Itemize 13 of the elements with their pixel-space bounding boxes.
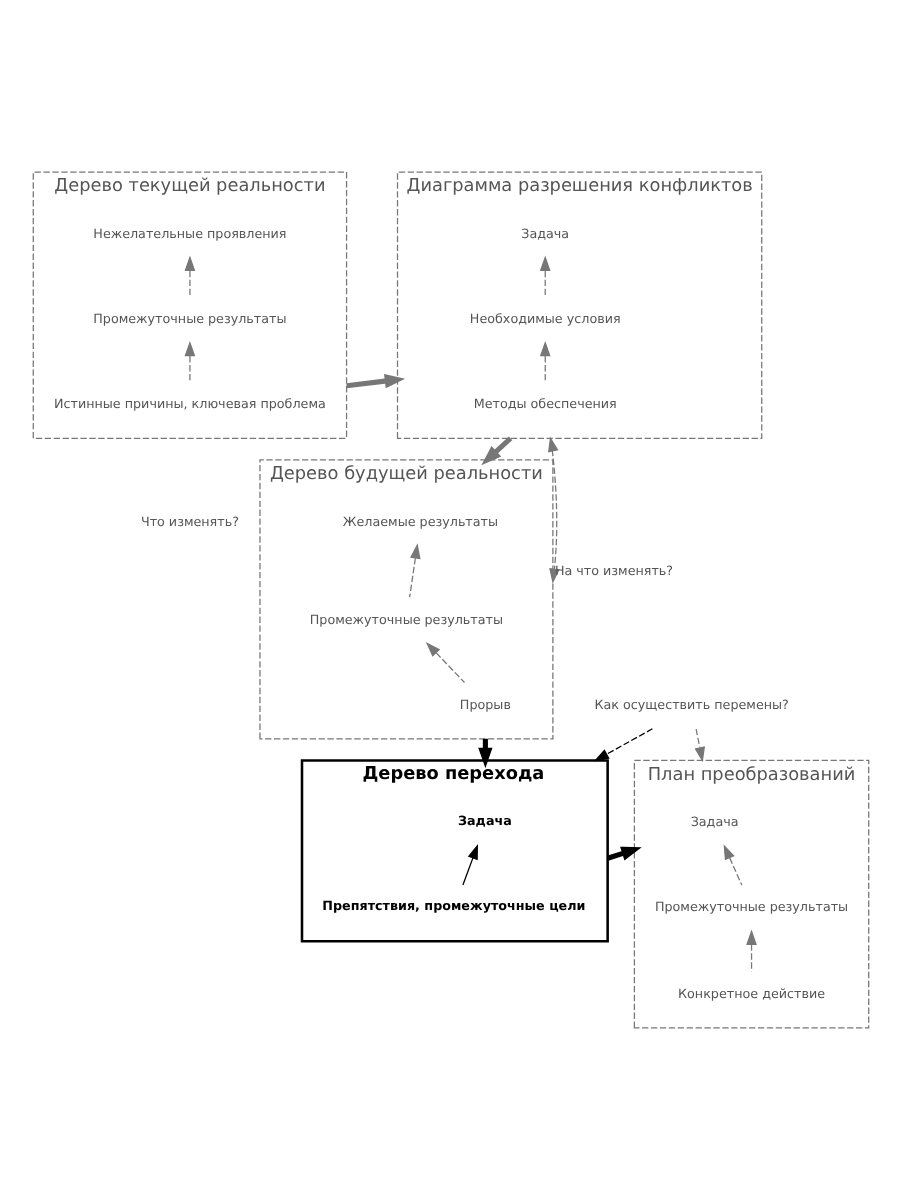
arrow bbox=[745, 928, 756, 971]
arrow bbox=[693, 727, 705, 762]
arrow bbox=[480, 435, 512, 465]
arrow bbox=[408, 542, 420, 597]
arrow bbox=[345, 373, 405, 388]
arrow bbox=[424, 641, 465, 683]
arrow bbox=[183, 339, 195, 382]
arrow bbox=[538, 254, 550, 297]
arrow bbox=[722, 843, 742, 885]
arrow bbox=[461, 843, 477, 885]
arrow bbox=[538, 339, 550, 382]
arrow bbox=[592, 727, 653, 761]
arrow bbox=[183, 254, 195, 297]
